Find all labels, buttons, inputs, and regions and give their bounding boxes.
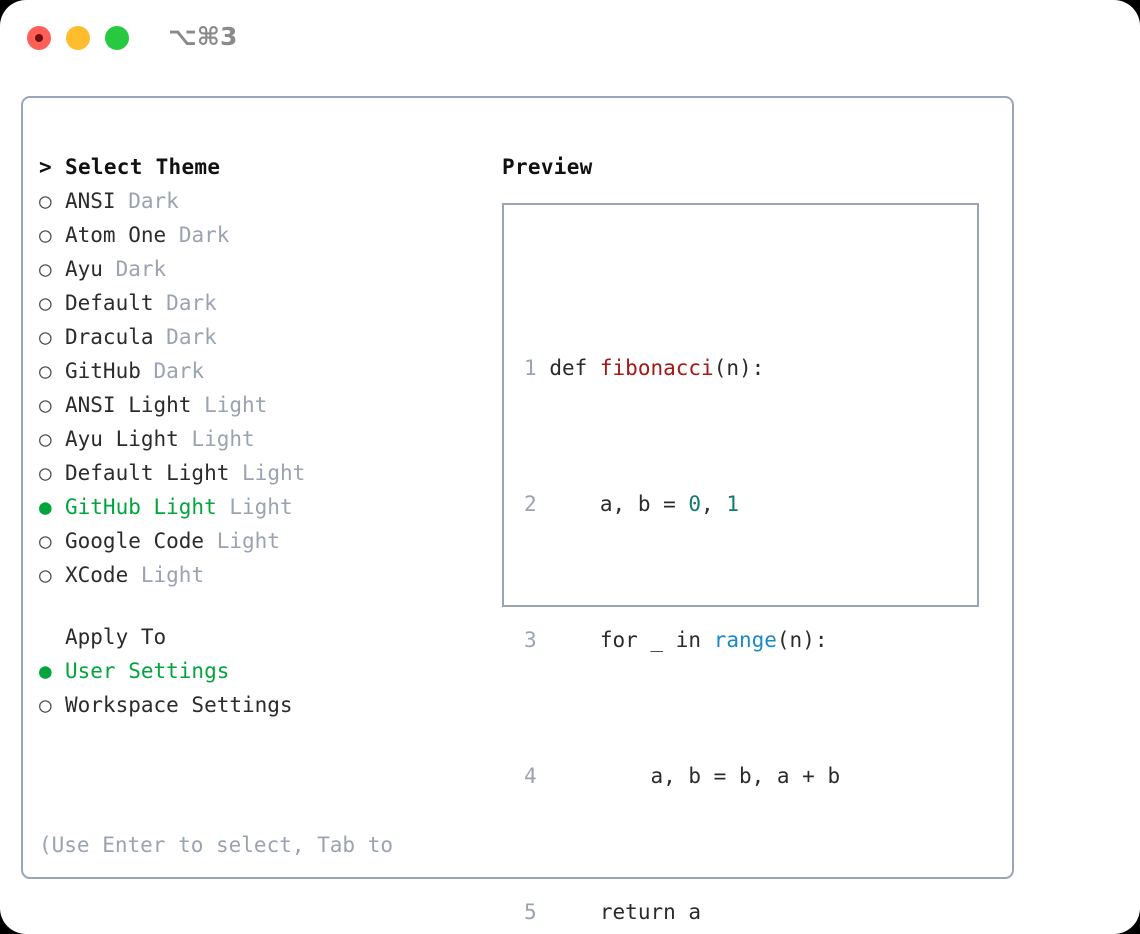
line-number: 2 <box>524 492 537 516</box>
theme-name: Default <box>65 291 154 315</box>
theme-name: XCode <box>65 563 129 587</box>
code-text: a, b = <box>549 492 689 516</box>
keyboard-hint: (Use Enter to select, Tab to change focu… <box>39 760 449 934</box>
radio-unselected-icon[interactable]: ○ <box>39 325 52 349</box>
radio-unselected-icon[interactable]: ○ <box>39 461 52 485</box>
title-bar: ⌥⌘3 <box>0 0 1140 76</box>
theme-variant: Dark <box>166 325 217 349</box>
theme-option-default-dark[interactable]: ○ Default Dark <box>39 286 479 320</box>
apply-to-option-label: Workspace Settings <box>65 693 293 717</box>
radio-selected-icon[interactable]: ● <box>39 495 52 519</box>
theme-variant: Dark <box>128 189 179 213</box>
radio-unselected-icon[interactable]: ○ <box>39 189 52 213</box>
minimize-window-button[interactable] <box>66 26 90 50</box>
select-theme-heading: > Select Theme <box>39 150 479 184</box>
preview-column: Preview 1 def fibonacci(n): 2 a, b = 0, … <box>502 150 998 924</box>
radio-unselected-icon[interactable]: ○ <box>39 693 52 717</box>
theme-name: Ayu Light <box>65 427 179 451</box>
radio-unselected-icon[interactable]: ○ <box>39 563 52 587</box>
theme-option-github-light[interactable]: ● GitHub Light Light <box>39 490 479 524</box>
radio-unselected-icon[interactable]: ○ <box>39 291 52 315</box>
radio-unselected-icon[interactable]: ○ <box>39 427 52 451</box>
theme-variant: Dark <box>153 359 205 383</box>
code-token-number: 1 <box>726 492 739 516</box>
radio-unselected-icon[interactable]: ○ <box>39 223 52 247</box>
theme-variant: Light <box>242 461 306 485</box>
code-line: 2 a, b = 0, 1 <box>524 487 865 521</box>
theme-option-atom-one-dark[interactable]: ○ Atom One Dark <box>39 218 479 252</box>
radio-unselected-icon[interactable]: ○ <box>39 257 52 281</box>
theme-name: Atom One <box>65 223 167 247</box>
theme-variant: Light <box>204 393 268 417</box>
theme-option-ansi-dark[interactable]: ○ ANSI Dark <box>39 184 479 218</box>
apply-to-heading-label: Apply To <box>65 625 167 649</box>
theme-name: Default Light <box>65 461 230 485</box>
code-line: 3 for _ in range(n): <box>524 623 865 657</box>
theme-name: ANSI Light <box>65 393 192 417</box>
theme-name: GitHub <box>65 359 141 383</box>
theme-option-ansi-light[interactable]: ○ ANSI Light Light <box>39 388 479 422</box>
apply-to-heading: Apply To <box>39 620 479 654</box>
preview-title: Preview <box>502 155 593 179</box>
preview-code: 1 def fibonacci(n): 2 a, b = 0, 1 3 for … <box>524 249 865 934</box>
theme-variant: Light <box>216 529 280 553</box>
code-token-function: fibonacci <box>599 356 714 380</box>
theme-option-xcode[interactable]: ○ XCode Light <box>39 558 479 592</box>
theme-variant: Light <box>140 563 205 587</box>
maximize-window-button[interactable] <box>105 26 129 50</box>
theme-option-dracula-dark[interactable]: ○ Dracula Dark <box>39 320 479 354</box>
line-number: 3 <box>524 628 537 652</box>
code-text: for _ in <box>549 628 714 652</box>
line-number: 4 <box>524 764 537 788</box>
theme-option-ayu-dark[interactable]: ○ Ayu Dark <box>39 252 479 286</box>
theme-option-ayu-light[interactable]: ○ Ayu Light Light <box>39 422 479 456</box>
code-token-builtin: range <box>713 628 777 652</box>
traffic-lights <box>27 26 129 50</box>
theme-variant: Dark <box>115 257 167 281</box>
theme-picker-column: >Select Theme ○ANSI Dark ○Atom One Dark … <box>39 150 479 934</box>
line-number: 1 <box>524 356 537 380</box>
code-text: return a <box>549 900 702 924</box>
code-text: , <box>701 492 727 516</box>
keyboard-hint-line-1: (Use Enter to select, Tab to <box>39 833 394 857</box>
preview-box: 1 def fibonacci(n): 2 a, b = 0, 1 3 for … <box>502 203 979 924</box>
theme-name: Google Code <box>65 529 205 553</box>
select-theme-heading-label: Select Theme <box>65 155 221 179</box>
main-panel: >Select Theme ○ANSI Dark ○Atom One Dark … <box>21 96 1014 924</box>
code-token-number: 0 <box>688 492 702 516</box>
radio-unselected-icon[interactable]: ○ <box>39 393 52 417</box>
theme-variant: Light <box>229 495 293 519</box>
code-line: 5 return a <box>524 895 865 929</box>
line-number: 5 <box>524 900 537 924</box>
section-spacer <box>39 592 479 620</box>
panel-columns: >Select Theme ○ANSI Dark ○Atom One Dark … <box>23 98 1012 924</box>
close-window-button[interactable] <box>27 26 51 50</box>
code-line: 1 def fibonacci(n): <box>524 351 865 385</box>
theme-option-default-light[interactable]: ○ Default Light Light <box>39 456 479 490</box>
code-text: a, b = b, a + b <box>549 764 841 788</box>
code-line: 4 a, b = b, a + b <box>524 759 865 793</box>
theme-option-github-dark[interactable]: ○ GitHub Dark <box>39 354 479 388</box>
apply-to-option-label: User Settings <box>65 659 230 683</box>
cursor-caret-icon: > <box>39 155 52 179</box>
radio-unselected-icon[interactable]: ○ <box>39 359 52 383</box>
code-text: def <box>549 356 600 380</box>
radio-unselected-icon[interactable]: ○ <box>39 529 52 553</box>
hint-spacer <box>39 722 479 760</box>
code-text: (n): <box>713 356 765 380</box>
apply-to-option-user-settings[interactable]: ● User Settings <box>39 654 479 688</box>
keyboard-hint-line-2: change focus) <box>39 930 449 934</box>
theme-option-google-code[interactable]: ○ Google Code Light <box>39 524 479 558</box>
window-shortcut-label: ⌥⌘3 <box>168 22 238 51</box>
theme-name: Dracula <box>65 325 154 349</box>
theme-name: Ayu <box>65 257 103 281</box>
theme-variant: Dark <box>166 291 217 315</box>
code-text: (n): <box>776 628 828 652</box>
theme-name: GitHub Light <box>65 495 217 519</box>
theme-variant: Light <box>191 427 255 451</box>
apply-to-option-workspace-settings[interactable]: ○ Workspace Settings <box>39 688 479 722</box>
radio-selected-icon[interactable]: ● <box>39 659 52 683</box>
theme-name: ANSI <box>65 189 116 213</box>
theme-variant: Dark <box>178 223 230 247</box>
